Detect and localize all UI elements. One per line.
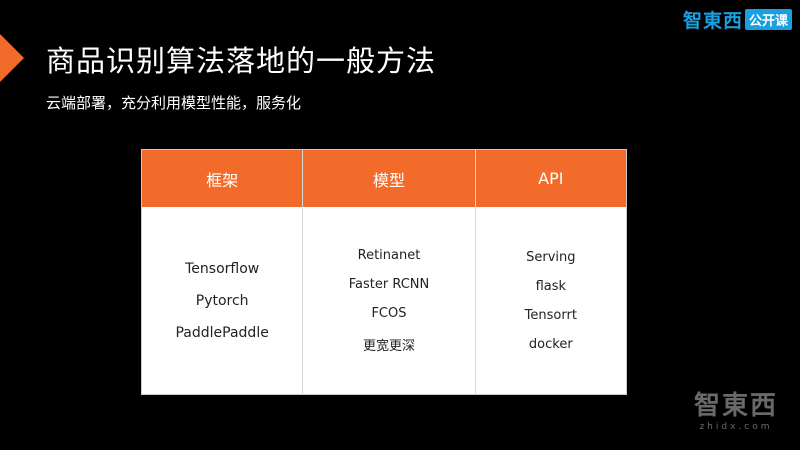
api-column: Serving flask Tensorrt docker xyxy=(476,207,626,395)
watermark-name: 智東西 xyxy=(693,391,778,421)
table-header-row: 框架 模型 API xyxy=(142,150,626,207)
framework-item: Tensorflow xyxy=(185,261,260,277)
header-framework: 框架 xyxy=(142,150,304,207)
api-item: flask xyxy=(535,279,567,294)
title-accent-triangle xyxy=(0,34,24,82)
brand-name: 智東西 xyxy=(682,10,743,32)
table-body-row: Tensorflow Pytorch PaddlePaddle Retinane… xyxy=(142,207,626,395)
slide-title: 商品识别算法落地的一般方法 xyxy=(46,44,437,78)
api-item: Serving xyxy=(526,250,576,265)
api-item: Tensorrt xyxy=(524,308,577,323)
model-column: Retinanet Faster RCNN FCOS 更宽更深 xyxy=(303,207,476,395)
comparison-table: 框架 模型 API Tensorflow Pytorch PaddlePaddl… xyxy=(141,149,627,395)
brand-badge: 公开课 xyxy=(744,9,792,30)
model-item: 更宽更深 xyxy=(362,339,415,354)
model-item: Faster RCNN xyxy=(348,277,430,292)
watermark-logo: 智東西 zhidx.com xyxy=(694,385,778,432)
header-api: API xyxy=(538,169,564,188)
framework-item: PaddlePaddle xyxy=(175,325,269,341)
framework-item: Pytorch xyxy=(195,293,249,309)
api-item: docker xyxy=(528,337,573,352)
model-item: Retinanet xyxy=(357,248,421,263)
header-model: 模型 xyxy=(303,150,476,207)
model-item: FCOS xyxy=(371,306,407,321)
watermark-url: zhidx.com xyxy=(699,422,773,432)
framework-column: Tensorflow Pytorch PaddlePaddle xyxy=(142,207,304,395)
brand-logo: 智東西 公开课 xyxy=(683,6,792,33)
slide-subtitle: 云端部署，充分利用模型性能，服务化 xyxy=(46,94,302,112)
